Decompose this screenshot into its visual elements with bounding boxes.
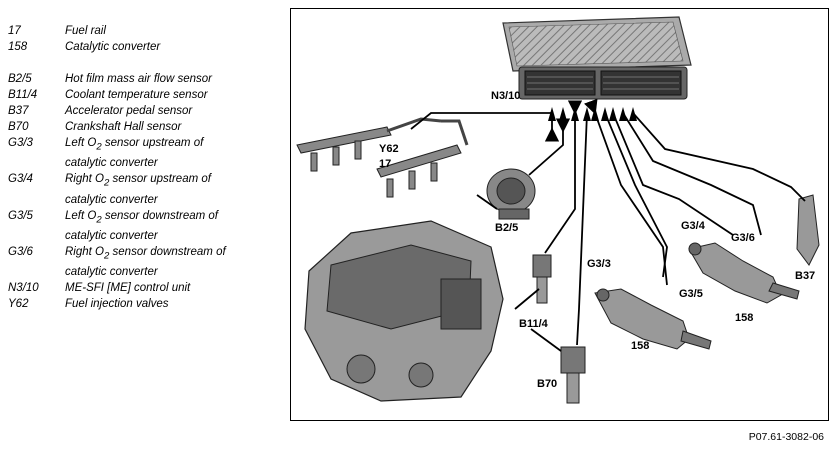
legend-description-text: Accelerator pedal sensor xyxy=(65,105,193,117)
legend-description: catalytic converter xyxy=(65,264,283,280)
legend-row: N3/10 ME-SFI [ME] control unit xyxy=(8,280,283,296)
legend-description: Hot film mass air flow sensor xyxy=(65,71,283,87)
legend-row: G3/4 Right O2 sensor upstream of xyxy=(8,171,283,191)
coolant-temp-sensor xyxy=(532,254,552,304)
callout-g3-6: G3/6 xyxy=(731,232,755,244)
crankshaft-hall-sensor xyxy=(560,346,586,404)
legend-description-text: catalytic converter xyxy=(65,266,158,279)
legend-code: G3/4 xyxy=(8,173,33,186)
figure-reference: P07.61-3082-06 xyxy=(748,431,824,443)
legend-description: Fuel rail xyxy=(65,23,283,39)
callout-g3-4: G3/4 xyxy=(681,220,706,232)
legend-row: B70 Crankshaft Hall sensor xyxy=(8,119,283,135)
legend-description: Right O2 sensor downstream of xyxy=(65,244,283,264)
legend-description: catalytic converter xyxy=(65,228,283,244)
legend-subscript: 2 xyxy=(104,177,110,189)
legend-row: catalytic converter xyxy=(8,192,283,208)
legend-row: B37 Accelerator pedal sensor xyxy=(8,103,283,119)
catalytic-converter-left xyxy=(594,288,712,350)
callout-g3-3: G3/3 xyxy=(587,258,611,270)
maf-sensor xyxy=(486,168,536,220)
legend-description: Left O2 sensor downstream of xyxy=(65,208,283,228)
legend-description-text: Hot film mass air flow sensor xyxy=(65,73,212,85)
legend-description-text: sensor downstream of xyxy=(101,209,218,222)
callout-b37: B37 xyxy=(795,270,815,282)
legend-row: catalytic converter xyxy=(8,155,283,171)
legend-row: Y62 Fuel injection valves xyxy=(8,296,283,312)
legend-description: Right O2 sensor upstream of xyxy=(65,171,283,191)
legend-code: G3/6 xyxy=(8,245,33,258)
control-unit-ecu xyxy=(502,16,692,100)
legend-code: 17 xyxy=(8,25,21,37)
legend-description-text: Right O xyxy=(65,173,104,186)
legend-description-text: Crankshaft Hall sensor xyxy=(65,121,182,133)
legend-description-text: ME-SFI [ME] control unit xyxy=(65,282,191,295)
legend-description-text: Catalytic converter xyxy=(65,41,161,53)
callout-catalytic-left: 158 xyxy=(631,340,649,352)
legend-description: Fuel injection valves xyxy=(65,296,283,312)
legend-description: Catalytic converter xyxy=(65,39,283,55)
engine-block xyxy=(304,220,504,402)
legend-row: G3/5 Left O2 sensor downstream of xyxy=(8,208,283,228)
callout-b2-5: B2/5 xyxy=(495,222,518,234)
legend-description: Crankshaft Hall sensor xyxy=(65,119,283,135)
legend-description: Accelerator pedal sensor xyxy=(65,103,283,119)
legend-description: ME-SFI [ME] control unit xyxy=(65,280,283,296)
legend-code: 158 xyxy=(8,41,28,53)
legend-code: G3/5 xyxy=(8,209,33,222)
legend-code: N3/10 xyxy=(8,282,39,295)
callout-catalytic-right: 158 xyxy=(735,312,753,324)
legend-code: B2/5 xyxy=(8,73,32,85)
legend-row: catalytic converter xyxy=(8,264,283,280)
callout-g3-5: G3/5 xyxy=(679,288,703,300)
legend-description-text: sensor downstream of xyxy=(109,245,226,258)
legend-spacer xyxy=(8,55,283,71)
legend-description: Coolant temperature sensor xyxy=(65,87,283,103)
legend-code: B11/4 xyxy=(8,89,38,101)
legend-row: catalytic converter xyxy=(8,228,283,244)
legend-description: catalytic converter xyxy=(65,155,283,171)
legend-subscript: 2 xyxy=(104,250,110,262)
legend-description-text: sensor upstream of xyxy=(101,137,204,149)
legend-code xyxy=(8,264,65,280)
fuel-rail-injectors xyxy=(296,117,469,198)
legend-subscript: 2 xyxy=(96,141,102,153)
legend-code: G3/3 xyxy=(8,137,33,149)
legend-row: B11/4 Coolant temperature sensor xyxy=(8,87,283,103)
legend-row: 17 Fuel rail xyxy=(8,23,283,39)
legend-description: catalytic converter xyxy=(65,192,283,208)
legend-row: 158 Catalytic converter xyxy=(8,39,283,55)
legend-code: B70 xyxy=(8,121,29,133)
callout-n3-10: N3/10 xyxy=(491,90,520,102)
leader-arrowheads xyxy=(548,107,637,121)
callout-b70: B70 xyxy=(537,378,557,390)
legend-description-text: Left O xyxy=(65,209,97,222)
legend-description-text: catalytic converter xyxy=(65,157,158,170)
callout-fuel-rail: 17 xyxy=(379,158,391,170)
legend-description-text: Right O xyxy=(65,245,104,258)
legend-description-text: catalytic converter xyxy=(65,229,158,242)
legend-code xyxy=(8,192,65,208)
legend-description-text: Fuel injection valves xyxy=(65,298,169,311)
legend-description-text: Coolant temperature sensor xyxy=(65,89,208,101)
legend-description-text: sensor upstream of xyxy=(109,173,211,186)
legend-row: G3/3 Left O2 sensor upstream of xyxy=(8,135,283,155)
legend-description-text: Fuel rail xyxy=(65,25,106,37)
legend-row: G3/6 Right O2 sensor downstream of xyxy=(8,244,283,264)
legend-code: B37 xyxy=(8,105,29,117)
legend-description-text: Left O xyxy=(65,137,97,149)
legend-subscript: 2 xyxy=(96,213,102,225)
legend-row: B2/5 Hot film mass air flow sensor xyxy=(8,71,283,87)
legend-description-text: catalytic converter xyxy=(65,193,158,206)
legend-description: Left O2 sensor upstream of xyxy=(65,135,283,155)
legend-code xyxy=(8,155,65,171)
accelerator-pedal xyxy=(796,194,820,266)
callout-y62: Y62 xyxy=(379,143,399,155)
component-diagram: N3/10 Y62 17 B2/5 B11/4 B70 G3/3 G3/4 G3… xyxy=(290,8,829,421)
legend-code xyxy=(8,228,65,244)
legend-code: Y62 xyxy=(8,298,29,311)
callout-b11-4: B11/4 xyxy=(519,318,549,330)
catalytic-converter-right xyxy=(688,242,800,304)
